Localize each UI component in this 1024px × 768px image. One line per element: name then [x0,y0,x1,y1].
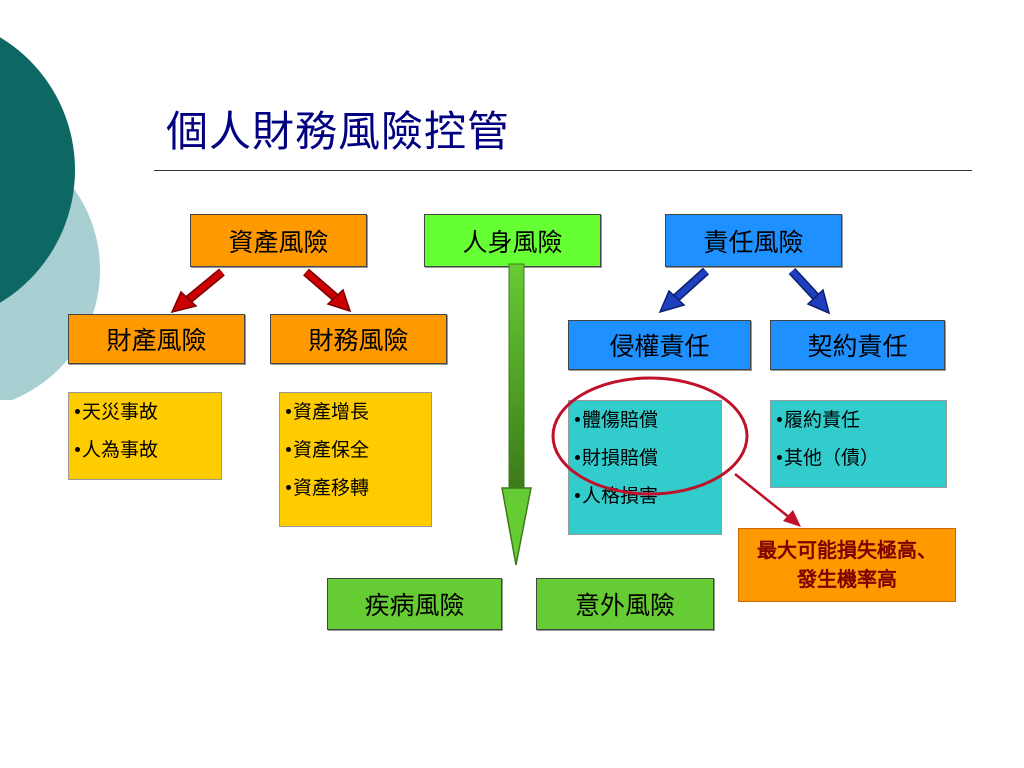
liability-risk-box: 責任風險 [665,214,842,267]
financial-risk-list: 資產增長 資產保全 資產移轉 [279,392,432,527]
disease-risk-box: 疾病風險 [327,578,502,630]
property-risk-list: 天災事故 人為事故 [68,392,222,480]
title-divider [154,170,972,171]
list-item: 財損賠償 [575,447,717,469]
list-item: 其他（債） [777,447,942,469]
page-title: 個人財務風險控管 [166,107,511,156]
list-item: 履約責任 [777,409,942,431]
list-item: 人為事故 [75,439,217,461]
list-item: 體傷賠償 [575,409,717,431]
tort-liability-list: 體傷賠償 財損賠償 人格損害 [568,400,722,535]
list-item: 人格損害 [575,485,717,507]
arrow-asset-to-property [170,268,225,314]
tort-liability-box: 侵權責任 [568,320,751,370]
contract-liability-list: 履約責任 其他（債） [770,400,947,488]
list-item: 資產移轉 [286,477,427,499]
asset-risk-box: 資產風險 [190,214,367,267]
list-item: 資產增長 [286,401,427,423]
personal-risk-box: 人身風險 [424,214,601,267]
contract-liability-box: 契約責任 [770,320,945,370]
property-risk-box: 財產風險 [68,314,245,364]
accident-risk-box: 意外風險 [536,578,714,630]
note-box: 最大可能損失極高、發生機率高 [738,528,956,602]
financial-risk-box: 財務風險 [270,314,447,364]
arrow-liability-to-contract [788,267,831,315]
arrow-liability-to-tort [658,267,710,314]
list-item: 天災事故 [75,401,217,423]
arrow-asset-to-financial [303,268,352,313]
list-item: 資產保全 [286,439,427,461]
arrow-personal-down [501,263,532,566]
